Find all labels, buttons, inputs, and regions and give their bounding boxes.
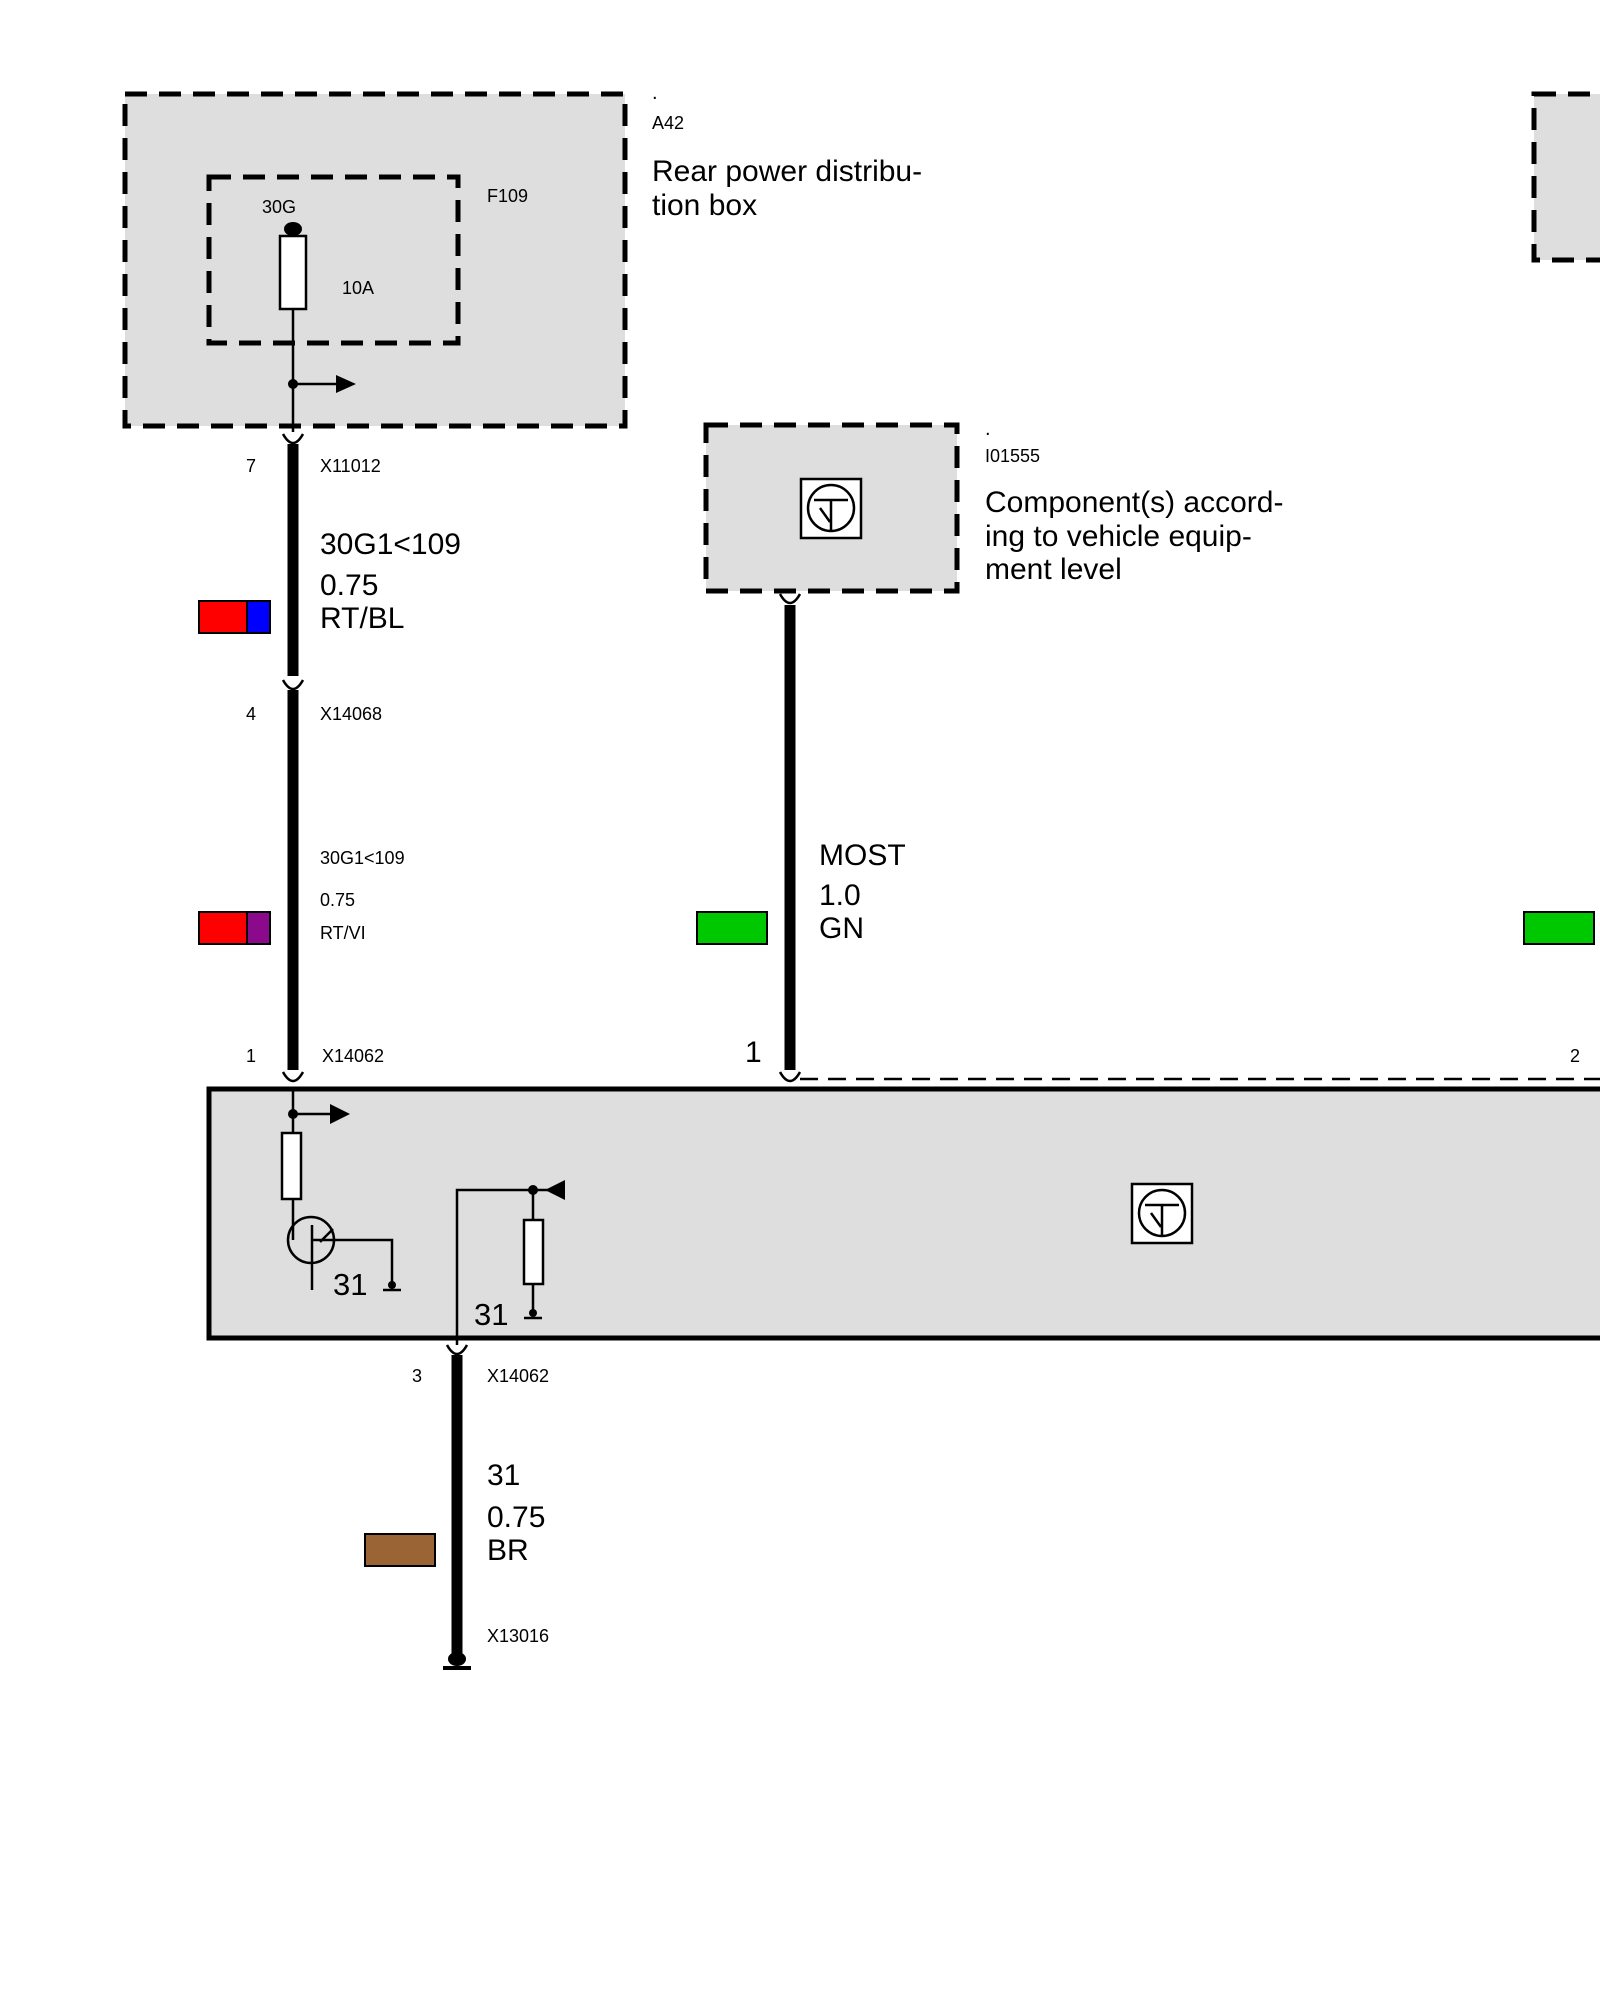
- most-pin-label: 1: [745, 1036, 762, 1069]
- i01555-component: [703, 422, 960, 594]
- most-signal: MOST: [819, 839, 906, 872]
- connector-x11012-symbol: [281, 433, 305, 445]
- connector-x14068-pin: 4: [246, 704, 256, 724]
- module-resistor-left: [280, 1131, 303, 1201]
- wire1-signal: 30G1<109: [320, 528, 461, 561]
- wire-most-gn: [778, 593, 802, 1083]
- a42-id-label: A42: [652, 113, 684, 133]
- fuse-f109-symbol: [278, 234, 308, 311]
- connector-x11012-pin: 7: [246, 456, 256, 476]
- wire2-gauge: 0.75: [320, 890, 355, 910]
- a42-box-outline: [122, 91, 628, 429]
- module-control-unit-icon-transistor: [1145, 1203, 1179, 1236]
- right-pin-label: 2: [1570, 1046, 1580, 1066]
- wire2-color-swatch: [198, 911, 271, 945]
- wire2-swatch-stripe: [246, 911, 271, 945]
- a42-marker: .: [652, 82, 658, 104]
- i01555-id-label: I01555: [985, 446, 1040, 466]
- most-gauge: 1.0: [819, 879, 861, 912]
- connector-x14068-id: X14068: [320, 704, 382, 724]
- wire-30g1-rt-bl: [281, 433, 305, 691]
- fuse-terminal-dot: [284, 222, 302, 236]
- connector-x11012-id: X11012: [320, 456, 381, 476]
- ground-color-swatch: [364, 1533, 436, 1567]
- ground-signal: 31: [487, 1459, 520, 1492]
- ground-gauge: 0.75: [487, 1501, 545, 1534]
- control-module-outline: [206, 1086, 1600, 1341]
- i01555-name-line2: ing to vehicle equip-: [985, 520, 1252, 553]
- module-ground-label-right: 31: [474, 1297, 508, 1332]
- a42-name-line2: tion box: [652, 189, 757, 222]
- i01555-name-line3: ment level: [985, 553, 1122, 586]
- fuse-terminal-label: 30G: [262, 197, 296, 217]
- wire-31-br: [443, 1344, 471, 1670]
- partial-component-box: [1531, 91, 1600, 263]
- module-input-arrow-icon: [545, 1180, 565, 1200]
- a42-power-distribution-box: 30G F109 10A: [122, 91, 628, 432]
- connector-most-pin-symbol: [778, 1071, 802, 1083]
- module-transistor-leads: [310, 1225, 394, 1290]
- wire2-signal: 30G1<109: [320, 848, 405, 868]
- connector-x14062-pin1-pin: 1: [246, 1046, 256, 1066]
- module-junction-dot-2: [528, 1185, 538, 1195]
- wire1-color-swatch: [198, 600, 271, 634]
- ground-terminal-dot: [448, 1652, 466, 1666]
- control-module: 31 31: [206, 1086, 1600, 1345]
- connector-i01555-symbol: [778, 593, 802, 605]
- right-wire-color-swatch: [1523, 911, 1595, 945]
- fuse-rating-label: 10A: [342, 278, 374, 298]
- wire-30g1-rt-vi: [281, 690, 305, 1083]
- ground-color-code: BR: [487, 1534, 529, 1567]
- connector-x13016-id: X13016: [487, 1626, 549, 1646]
- connector-x14062-pin3-id: X14062: [487, 1366, 549, 1386]
- module-resistor-center: [522, 1218, 545, 1286]
- ground-dot-center: [529, 1309, 537, 1317]
- i01555-name-line1: Component(s) accord-: [985, 486, 1283, 519]
- module-branch-arrow-icon: [330, 1104, 350, 1124]
- most-color-code: GN: [819, 912, 864, 945]
- wire1-gauge: 0.75: [320, 569, 378, 602]
- module-ground-label-left: 31: [333, 1267, 367, 1302]
- control-unit-icon-transistor: [814, 498, 848, 531]
- connector-x14068-symbol: [281, 679, 305, 691]
- i01555-marker: .: [985, 418, 991, 440]
- connector-x14062-pin3-pin: 3: [412, 1366, 422, 1386]
- wire1-swatch-primary: [198, 600, 248, 634]
- wire2-color-code: RT/VI: [320, 923, 366, 943]
- connector-x14062-pin1-id: X14062: [322, 1046, 384, 1066]
- fuse-id-label: F109: [487, 186, 528, 206]
- connector-x14062-pin1-symbol: [281, 1071, 305, 1083]
- branch-arrow-icon: [336, 375, 356, 393]
- wire2-swatch-primary: [198, 911, 248, 945]
- wire1-color-code: RT/BL: [320, 602, 404, 635]
- connector-x14062-pin3-symbol: [445, 1344, 469, 1356]
- wire1-swatch-stripe: [246, 600, 271, 634]
- most-color-swatch: [696, 911, 768, 945]
- ground-dot-left: [388, 1281, 396, 1289]
- a42-name-line1: Rear power distribu-: [652, 155, 922, 188]
